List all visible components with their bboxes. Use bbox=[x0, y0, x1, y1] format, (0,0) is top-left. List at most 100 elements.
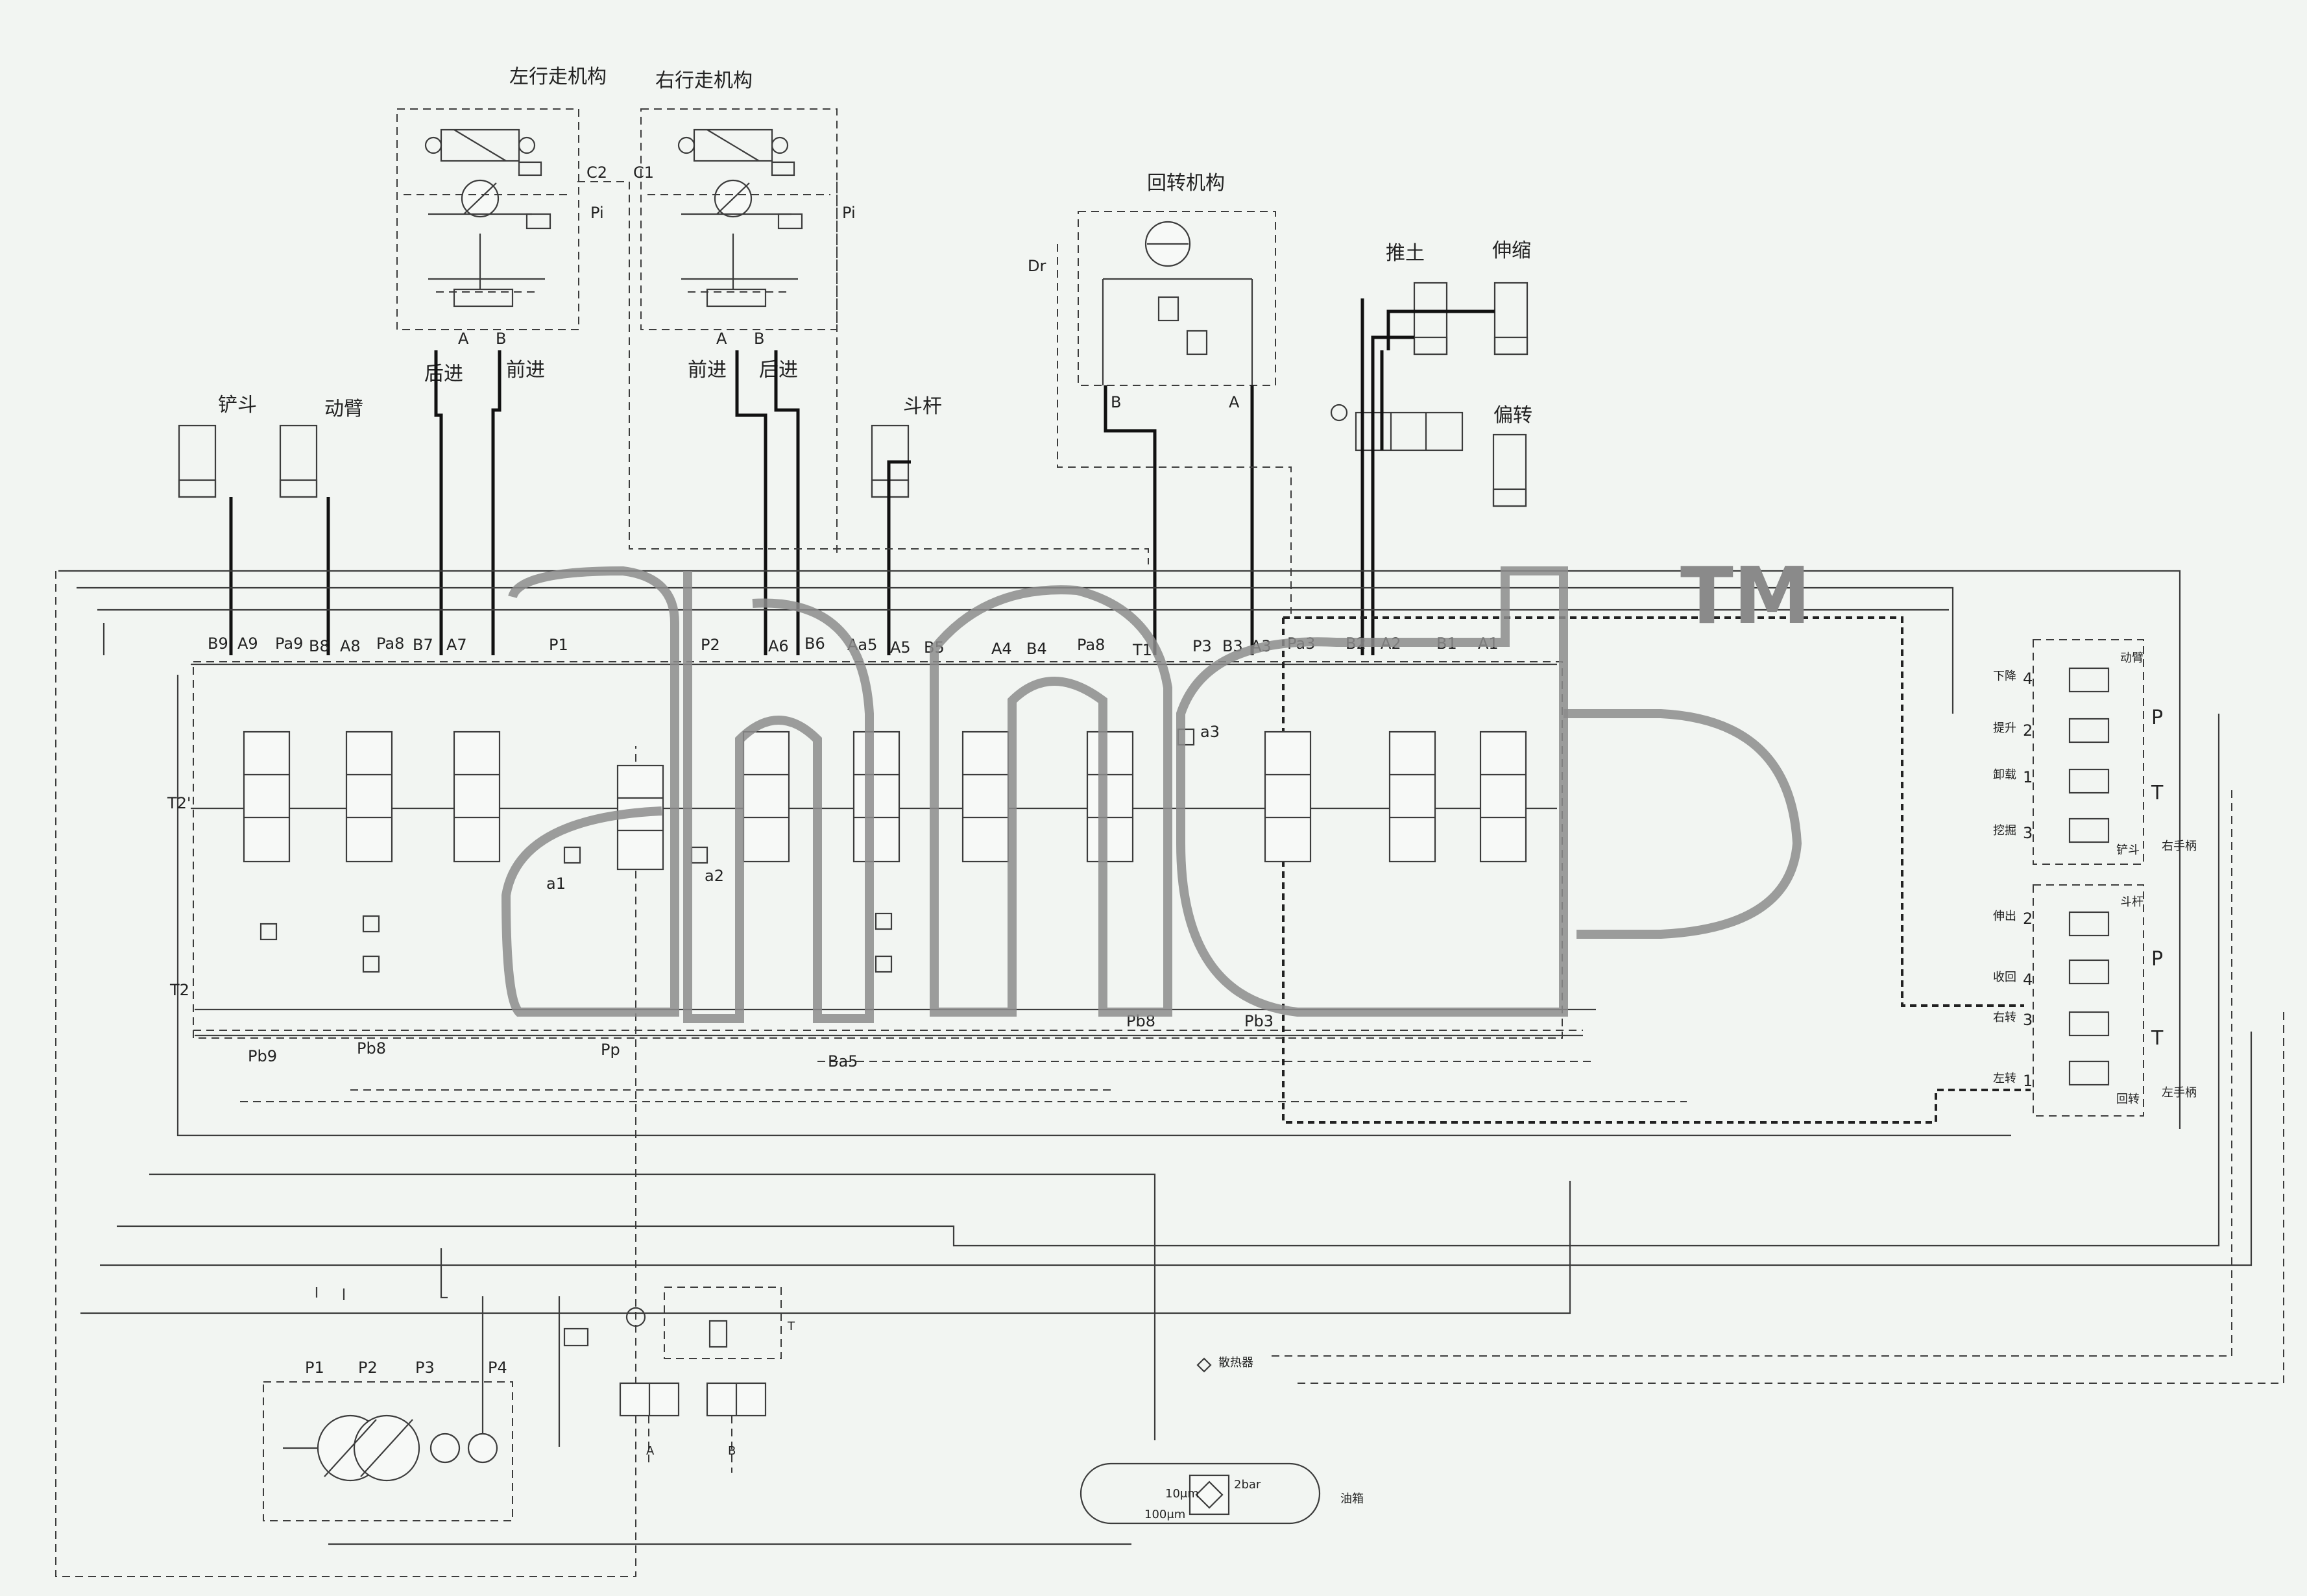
port-label-6: B7 bbox=[413, 636, 433, 654]
right-fwd-label: 前进 bbox=[688, 359, 727, 381]
swing-title: 回转机构 bbox=[1147, 172, 1225, 195]
port-label-10: A6 bbox=[768, 637, 789, 655]
port-label-1: A9 bbox=[237, 635, 258, 653]
stick-label: 斗杆 bbox=[903, 395, 942, 418]
joy-left-footer-b: 右手柄 bbox=[2162, 840, 2197, 853]
tank-group: 散热器 油箱 10μm 100μm 2bar bbox=[1080, 1356, 1364, 1525]
filter-10-label: 10μm bbox=[1165, 1487, 1199, 1501]
port-label-19: P3 bbox=[1192, 637, 1212, 655]
label-pp: Pp bbox=[601, 1041, 620, 1059]
joy-right-row3-label: 左转 bbox=[1993, 1072, 2016, 1085]
joy-left-row2-num: 1 bbox=[2023, 768, 2033, 786]
watermark-logo: TM bbox=[501, 551, 1811, 1023]
joy-left-row0-label: 下降 bbox=[1993, 670, 2016, 683]
dozer-label: 推土 bbox=[1386, 242, 1425, 265]
label-pb8: Pb8 bbox=[357, 1039, 386, 1058]
swing-port-b: B bbox=[1111, 393, 1121, 411]
port-label-0: B9 bbox=[208, 635, 228, 653]
cooler-label: 散热器 bbox=[1218, 1356, 1253, 1370]
label-a2: a2 bbox=[705, 867, 724, 885]
joy-left-p: P bbox=[2151, 707, 2163, 729]
bucket-label: 铲斗 bbox=[218, 394, 257, 417]
joy-right-row1-label: 收回 bbox=[1993, 971, 2016, 984]
label-pb9: Pb9 bbox=[248, 1047, 277, 1065]
pump-p3: P3 bbox=[415, 1359, 435, 1377]
right-port-pi: Pi bbox=[842, 204, 856, 222]
label-a3: a3 bbox=[1200, 723, 1220, 741]
tank-label: 油箱 bbox=[1340, 1492, 1364, 1506]
joy-left-row3-num: 3 bbox=[2023, 824, 2033, 842]
pilot-port-a: A bbox=[646, 1444, 655, 1458]
valve-bank: T2' T2 B9 A9 Pa9 bbox=[167, 635, 1563, 1070]
port-label-3: B8 bbox=[309, 637, 330, 655]
joy-left-row3-label: 挖掘 bbox=[1993, 824, 2016, 838]
port-label-8: P1 bbox=[549, 636, 568, 654]
port-c2: C2 bbox=[586, 163, 607, 182]
port-label-2: Pa9 bbox=[275, 635, 303, 653]
left-fwd-label: 前进 bbox=[506, 359, 545, 381]
joy-left-title: 动臂 bbox=[2120, 651, 2144, 665]
port-label-4: A8 bbox=[340, 637, 361, 655]
pilot-port-b: B bbox=[728, 1444, 736, 1458]
pump-p2: P2 bbox=[358, 1359, 378, 1377]
swing-port-a: A bbox=[1229, 393, 1240, 411]
filter-100-label: 100μm bbox=[1144, 1508, 1185, 1521]
joy-right-p: P bbox=[2151, 948, 2163, 971]
joy-right-t: T bbox=[2151, 1027, 2164, 1050]
joy-right-row1-num: 4 bbox=[2023, 971, 2033, 989]
right-travel-title: 右行走机构 bbox=[655, 69, 753, 92]
pump-group: P1 P2 P3 P4 bbox=[263, 1359, 513, 1521]
left-port-b: B bbox=[496, 330, 506, 348]
port-label-15: A4 bbox=[991, 640, 1012, 658]
joy-right-row0-num: 2 bbox=[2023, 910, 2033, 928]
label-ba5: Ba5 bbox=[828, 1052, 858, 1070]
label-a1: a1 bbox=[546, 875, 566, 893]
right-travel-motor: 右行走机构 A B C1 Pi 前进 后进 bbox=[633, 69, 856, 381]
joy-left-row2-label: 卸载 bbox=[1993, 768, 2016, 782]
pump-p4: P4 bbox=[488, 1359, 507, 1377]
left-hand-joystick: 斗杆 伸出 2 收回 4 右转 3 左转 1 P T 回转 左手柄 bbox=[1993, 884, 2197, 1117]
left-back-label: 后进 bbox=[424, 363, 463, 385]
joy-left-row1-label: 提升 bbox=[1993, 721, 2016, 735]
pilot-port-t: T bbox=[787, 1320, 795, 1333]
joy-right-row2-num: 3 bbox=[2023, 1011, 2033, 1029]
boom-label: 动臂 bbox=[324, 398, 363, 420]
joy-right-title: 斗杆 bbox=[2120, 895, 2144, 909]
telescope-label: 伸缩 bbox=[1492, 239, 1531, 262]
label-pb3: Pb3 bbox=[1244, 1012, 1274, 1030]
left-travel-motor: 左行走机构 A B C2 Pi 后进 前进 bbox=[396, 66, 607, 385]
joy-right-footer-a: 回转 bbox=[2116, 1093, 2140, 1106]
label-t2: T2 bbox=[169, 981, 189, 999]
bypass-label: 2bar bbox=[1234, 1478, 1261, 1492]
joy-right-row2-label: 右转 bbox=[1993, 1011, 2016, 1024]
joy-left-footer-a: 铲斗 bbox=[2116, 843, 2140, 857]
port-label-7: A7 bbox=[446, 636, 467, 654]
swing-port-dr: Dr bbox=[1028, 257, 1046, 275]
port-label-11: B6 bbox=[804, 635, 825, 653]
pump-p1: P1 bbox=[305, 1359, 324, 1377]
left-travel-title: 左行走机构 bbox=[509, 66, 607, 88]
port-label-13: A5 bbox=[890, 638, 911, 657]
right-hand-joystick: 动臂 下降 4 提升 2 卸载 1 挖掘 3 P T 铲斗 右手柄 bbox=[1993, 639, 2197, 865]
left-port-a: A bbox=[458, 330, 469, 348]
offset-label: 偏转 bbox=[1493, 404, 1532, 427]
joy-right-footer-b: 左手柄 bbox=[2162, 1086, 2197, 1100]
port-c1: C1 bbox=[633, 163, 654, 182]
joy-left-t: T bbox=[2151, 782, 2164, 804]
pilot-solenoid-group: T A B bbox=[563, 1287, 795, 1473]
label-t2p: T2' bbox=[167, 794, 191, 812]
right-port-a: A bbox=[716, 330, 727, 348]
port-label-17: Pa8 bbox=[1077, 636, 1105, 654]
cylinders: 铲斗 动臂 斗杆 推土 伸缩 偏转 bbox=[178, 239, 1532, 507]
joy-left-row0-num: 4 bbox=[2023, 670, 2033, 688]
port-label-9: P2 bbox=[701, 636, 720, 654]
left-port-pi: Pi bbox=[590, 204, 604, 222]
joy-left-row1-num: 2 bbox=[2023, 721, 2033, 740]
right-port-b: B bbox=[754, 330, 764, 348]
joy-right-row3-num: 1 bbox=[2023, 1072, 2033, 1090]
watermark-tm: TM bbox=[1680, 551, 1811, 642]
joy-right-row0-label: 伸出 bbox=[1993, 910, 2016, 923]
swing-motor: 回转机构 Dr B A bbox=[1028, 172, 1276, 411]
port-label-16: B4 bbox=[1026, 640, 1047, 658]
